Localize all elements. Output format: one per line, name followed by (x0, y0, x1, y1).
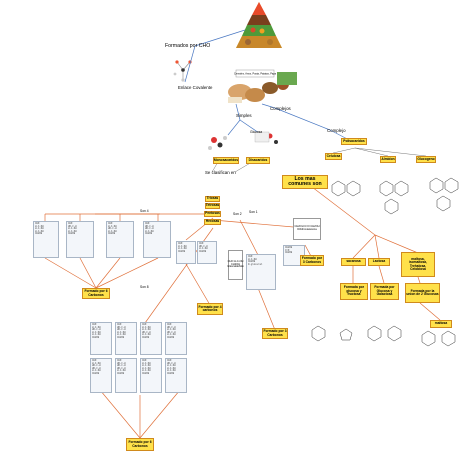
dihidroxiacetona-box: CH2OH C=O CH2OH Dihidroxiacetona (293, 218, 321, 240)
hexosa-panel-8: CHO HO-C-H H-C-OH H-C-OH H-C-OH CH2OH (165, 358, 187, 393)
formado-3-carbonos-box: Formado por 3 Carbonos (262, 328, 288, 339)
celulosa-node: Celulosa (325, 153, 342, 160)
hexosa-panel-4: CHO HO-C-H H-C-OH HO-C-H H-C-OH CH2OH (165, 322, 187, 355)
pentosa-panel-3: CHO H-C-OH HO-C-H H-C-OH CH2OH (106, 221, 134, 258)
formado-3-carbonos-box-2: Formado por 3 Carbonos (300, 255, 324, 266)
son-2-label: Son 2 (233, 212, 242, 216)
son-8-label: Son 8 (140, 285, 149, 289)
food-pyramid-icon (236, 2, 282, 48)
maltosa-group-node: maltosa, isomaltosa, Trehalosa, Celobios… (401, 252, 435, 277)
pentosa-panel-1: CHO H-C-OH H-C-OH H-C-OH CH2OH (33, 221, 59, 258)
disaccharide-structures (311, 325, 456, 347)
pentosa-panel-4: CHO HO-C-H HO-C-H H-C-OH CH2OH (143, 221, 171, 258)
hexosas-node: Hexosas (204, 219, 221, 225)
hexosa-panel-3: CHO H-C-OH H-C-OH HO-C-H H-C-OH CH2OH (140, 322, 162, 355)
molecule-icon (173, 60, 192, 82)
hexosa-panel-5: CHO H-C-OH HO-C-H HO-C-H H-C-OH CH2OH (90, 358, 112, 393)
almidon-node: Almidon (380, 156, 396, 163)
monosacaridos-node: Monosacaridos (213, 157, 239, 164)
complejos-label: Complejos (270, 106, 291, 111)
gliceraldehido-box: CHO H-C-OH CH2OH Gliceraldehido (227, 250, 244, 280)
se-clasifican-label: Se clasifican en (205, 170, 236, 175)
enlace-label: Enlace Covalente (178, 85, 213, 90)
glucogeno-node: Glucogeno (416, 156, 436, 163)
hexosa-panel-2: CHO HO-C-H HO-C-H H-C-OH H-C-OH CH2OH (115, 322, 137, 355)
polisacaridos-node: Polisacaridos (341, 138, 367, 145)
blue-connectors (184, 29, 356, 144)
disacaridos-node: Disacaridos (246, 157, 270, 164)
complejo-label: Complejo (327, 128, 346, 133)
son-1-label: Son 1 (249, 210, 258, 214)
polysaccharide-structures (331, 177, 459, 215)
maltosa-node: maltosa (430, 320, 452, 328)
formado-4-carbonos-box: Formado por 4 carbonos (197, 303, 223, 315)
hexosa-panel-6: CHO HO-C-H HO-C-H HO-C-H H-C-OH CH2OH (115, 358, 137, 393)
hexosa-panel-1: CHO H-C-OH HO-C-H H-C-OH H-C-OH CH2OH (90, 322, 112, 355)
formado-6-carbonos-box-2: Formado por 6 Carbonos (126, 438, 154, 451)
los-mas-comunes-node: Los mas comunes son (282, 175, 328, 189)
glucosa-galactosa-box: Formada por Glucosa y Galactosa (370, 283, 399, 300)
food-image-vegetables (277, 72, 297, 85)
glucosa-label: Glucosa (250, 130, 263, 134)
son-4-label: Son 4 (140, 209, 149, 213)
pyramid-caption-box (235, 69, 275, 78)
pyramid-caption: Cereales, Arroz, Pasta, Patatas, Papa (234, 73, 277, 76)
simples-label: Simples (236, 113, 252, 118)
triosa-panel: CHO H-C-OH CH2OH D-gliceral (246, 254, 276, 290)
tetrosa-panel-2: CHO HO-C-H H-C-OH CH2OH (197, 241, 217, 264)
formado-6-carbonos-box: Formado por 6 Carbonos (82, 288, 110, 299)
hexosa-panel-7: CHO H-C-OH H-C-OH H-C-OH H-C-OH CH2OH (140, 358, 162, 393)
formados-label: Formados por CHO (165, 43, 211, 49)
orange-connectors (44, 186, 441, 439)
tetrosas-node: Tetrosas (205, 203, 220, 209)
union-2-glucosas-box: Formada por la union de 2 Glucosas (405, 283, 440, 303)
simple-sugar-icons (208, 131, 278, 150)
lactosa-node: Lactosa (368, 258, 390, 266)
triosas-node: Triosas (205, 196, 220, 202)
pentosas-node: Pentosas (204, 211, 221, 217)
tetrosa-panel-1: CHO H-C-OH H-C-OH CH2OH (176, 241, 196, 264)
sacarosa-node: sacarosa (341, 258, 366, 266)
pentosa-panel-2: CHO HO-C-H H-C-OH H-C-OH CH2OH (66, 221, 94, 258)
glucosa-fructosa-box: Formada por glucosa y fructosa (340, 283, 368, 300)
